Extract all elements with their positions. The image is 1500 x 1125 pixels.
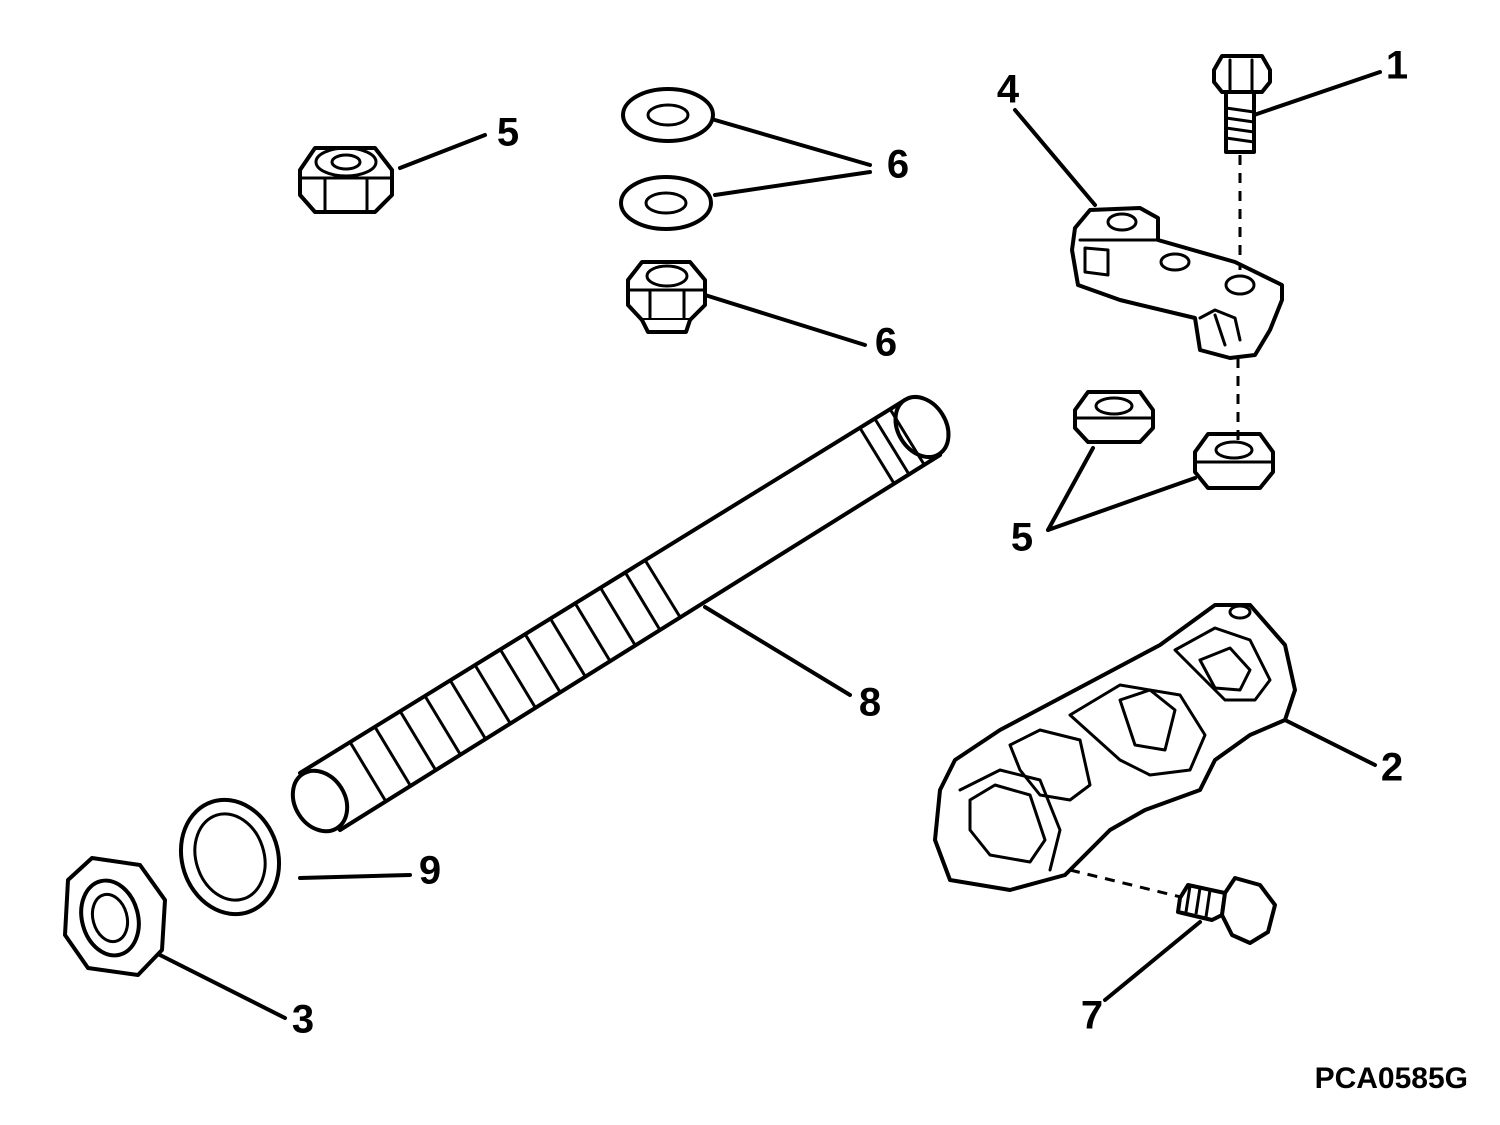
washer-part-6-upper — [621, 87, 715, 143]
assembly-line-bolt-7 — [1069, 868, 1186, 900]
nut-part-5-upper-left — [298, 146, 394, 214]
callout-1: 1 — [1386, 44, 1408, 88]
callout-5-right: 5 — [1011, 516, 1033, 560]
leader-6-upper-b — [713, 170, 872, 197]
callout-6-lower: 6 — [875, 321, 897, 365]
bolt-part-1 — [1212, 54, 1272, 154]
callout-7: 7 — [1081, 994, 1103, 1038]
callout-6-upper: 6 — [887, 143, 909, 187]
callout-8: 8 — [859, 681, 881, 725]
leader-6-upper-a — [713, 118, 872, 167]
leader-5-upper — [398, 133, 487, 170]
nut-part-5-right-b — [1193, 432, 1275, 490]
leader-8 — [703, 605, 852, 697]
rod-long-thread-section — [348, 559, 682, 801]
hex-nut-part-3 — [63, 856, 167, 977]
washer-part-6-lower — [619, 175, 713, 231]
callout-3: 3 — [292, 998, 314, 1042]
callout-9: 9 — [419, 849, 441, 893]
leader-2 — [1283, 718, 1377, 767]
leader-1 — [1252, 70, 1382, 117]
leader-5-right-b — [1046, 476, 1197, 532]
washer-part-9 — [178, 797, 282, 917]
callout-2: 2 — [1381, 746, 1403, 790]
leader-9 — [298, 873, 412, 880]
leader-5-right-a — [1046, 446, 1095, 532]
bracket-part-4 — [1070, 206, 1284, 360]
callout-5-upper: 5 — [497, 111, 519, 155]
nut-part-6 — [626, 260, 707, 334]
callout-4: 4 — [997, 68, 1020, 112]
bolt-1-threads — [1225, 106, 1255, 144]
leader-lines — [158, 70, 1382, 1020]
figure-id: PCA0585G — [1315, 1062, 1468, 1095]
leader-6-lower — [703, 293, 867, 347]
bolt-part-7 — [1176, 876, 1277, 945]
threaded-rod-part-8 — [290, 395, 951, 834]
leader-7 — [1103, 920, 1202, 1002]
leader-4 — [1013, 108, 1097, 207]
clamp-part-2 — [933, 603, 1297, 892]
nut-part-5-right-a — [1073, 390, 1155, 444]
rod-short-thread-section — [858, 408, 927, 486]
leader-3 — [158, 953, 287, 1020]
